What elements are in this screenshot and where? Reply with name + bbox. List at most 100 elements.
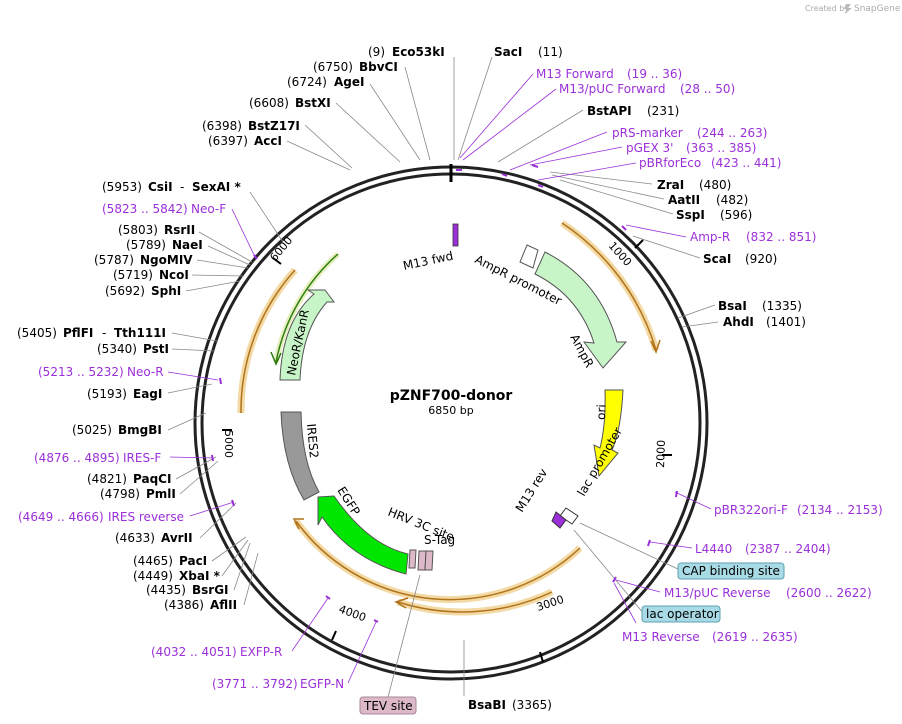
orf-arc-ampr-arrowhead bbox=[650, 339, 661, 355]
primer-mark-pbr bbox=[537, 184, 544, 188]
leader-ncoi bbox=[191, 274, 245, 277]
primer-range-ires-f: (4876 .. 4895) bbox=[34, 451, 120, 465]
enzyme-pos-ncoi: (5719) bbox=[113, 268, 153, 282]
lac-operator-label: lac operator bbox=[646, 607, 719, 621]
leader-rsrii bbox=[198, 231, 253, 263]
enzyme-name-paci: PacI bbox=[179, 554, 207, 568]
enzyme-pos-saci: (11) bbox=[538, 45, 563, 59]
leader-prs-marker bbox=[509, 131, 608, 171]
leader-pflfi bbox=[171, 332, 218, 342]
orf-arc-neo-inner bbox=[275, 253, 339, 363]
enzyme-name-ncoi: NcoI bbox=[159, 268, 189, 282]
hrv3c-site-feature bbox=[408, 549, 417, 569]
label-stag: S-Tag bbox=[424, 533, 455, 547]
primer-name-neo-r: Neo-R bbox=[127, 365, 164, 379]
enzyme-name-naei: NaeI bbox=[172, 238, 203, 252]
enzyme-pos-aflii: (4386) bbox=[164, 598, 204, 612]
enzyme-name-pflfi: PflFI bbox=[63, 326, 93, 340]
primer-range-pbr322ori-f: (2134 .. 2153) bbox=[797, 503, 883, 517]
enzyme-pos-acci: (6397) bbox=[208, 134, 248, 148]
enzyme-pos-bbvci: (6750) bbox=[313, 60, 353, 74]
primer-name-pbr322ori-f: pBR322ori-F bbox=[714, 503, 788, 517]
enzyme-pos-bstz17i: (6398) bbox=[202, 119, 242, 133]
enzyme-pos-eco53ki: (9) bbox=[368, 45, 385, 59]
label-ori: ori bbox=[594, 404, 609, 420]
enzyme-pos-sspi: (596) bbox=[720, 208, 752, 222]
primer-range-ires-reverse: (4649 .. 4666) bbox=[18, 510, 104, 524]
enzyme-name-bsrgi: BsrGI bbox=[192, 583, 229, 597]
tev-site-label: TEV site bbox=[363, 699, 413, 713]
plasmid-name: pZNF700-donor bbox=[390, 388, 513, 404]
leader-paqci bbox=[175, 456, 217, 480]
leader-acci bbox=[286, 140, 351, 171]
orf-arc-3 bbox=[397, 591, 553, 613]
tick-4000 bbox=[331, 630, 337, 641]
enzyme-leader-lines bbox=[167, 56, 719, 696]
boxed-leader-lines bbox=[387, 522, 681, 698]
ampr-feature-arrow bbox=[534, 251, 628, 369]
enzyme-pos-zrai: (480) bbox=[699, 178, 731, 192]
enzyme-name-eagi: EagI bbox=[133, 387, 162, 401]
lac-promoter-arrow bbox=[559, 507, 579, 525]
tick-6000 bbox=[272, 257, 282, 265]
orf-arc-egfp bbox=[295, 520, 581, 601]
primer-leader-lines bbox=[167, 73, 712, 684]
enzyme-pos-ahdi: (1401) bbox=[766, 315, 806, 329]
enzyme-dash-csii: - bbox=[180, 180, 184, 194]
primer-name-neo-f: Neo-F bbox=[191, 202, 226, 216]
leader-ngomiv bbox=[196, 259, 249, 269]
primer-range-pbrforeco: (423 .. 441) bbox=[711, 156, 781, 170]
enzyme-pos-pflfi: (5405) bbox=[17, 326, 57, 340]
leader-xbai bbox=[221, 539, 249, 577]
primer-mark-egfpn bbox=[373, 619, 379, 623]
primer-name-amp-r: Amp-R bbox=[690, 230, 730, 244]
enzyme-name-tth111i: Tth111I bbox=[114, 326, 166, 340]
enzyme-pos-bsabi: (3365) bbox=[512, 698, 552, 712]
egfp-feature-arrow bbox=[317, 495, 409, 575]
features bbox=[279, 223, 628, 575]
leader-amp-r bbox=[625, 224, 687, 238]
primer-mark-m13puc bbox=[612, 576, 617, 583]
tick-marks bbox=[222, 239, 672, 663]
enzyme-name-scai: ScaI bbox=[703, 252, 731, 266]
primer-range-m13-puc-forward: (28 .. 50) bbox=[680, 82, 735, 96]
enzyme-pos-sphi: (5692) bbox=[105, 284, 145, 298]
primer-name-prs-marker: pRS-marker bbox=[612, 126, 683, 140]
primer-mark-pgex bbox=[531, 164, 539, 168]
leader-bstz17i bbox=[304, 124, 353, 169]
enzyme-pos-paqci: (4821) bbox=[87, 472, 127, 486]
leader-aatii bbox=[551, 174, 665, 200]
enzyme-name-bsai: BsaI bbox=[718, 299, 747, 313]
enzyme-name-bmgbi: BmgBI bbox=[118, 423, 162, 437]
leader-bstapi bbox=[497, 109, 584, 163]
leader-ahdi bbox=[681, 321, 719, 328]
enzyme-pos-xbai: (4449) bbox=[133, 569, 173, 583]
primer-name-ires-f: IRES-F bbox=[123, 451, 161, 465]
enzyme-pos-rsrii: (5803) bbox=[118, 223, 158, 237]
leader-m13-reverse bbox=[613, 582, 637, 624]
cap-binding-box bbox=[677, 562, 785, 580]
leader-pbr322ori-f bbox=[674, 491, 712, 510]
primer-range-neo-r: (5213 .. 5232) bbox=[38, 365, 124, 379]
tick-label-5000: 5000 bbox=[222, 430, 235, 458]
enzyme-name-csii: CsiI bbox=[148, 180, 173, 194]
enzyme-pos-psti: (5340) bbox=[97, 342, 137, 356]
enzyme-name-ngomiv: NgoMIV bbox=[140, 253, 193, 267]
enzyme-name-eco53ki: Eco53kI bbox=[392, 45, 445, 59]
enzyme-name-saci: SacI bbox=[494, 45, 522, 59]
neor-feature-arrow bbox=[279, 289, 335, 381]
orf-arc-neo-inner-arrowhead bbox=[270, 351, 282, 366]
enzyme-name-bbvci: BbvCI bbox=[359, 60, 398, 74]
leader-neo-f bbox=[231, 208, 256, 258]
enzyme-pos-naei: (5789) bbox=[126, 238, 166, 252]
label-ires2: IRES2 bbox=[304, 423, 321, 459]
leader-naei bbox=[207, 245, 251, 266]
brand-created-by: Created by bbox=[805, 4, 849, 13]
primer-mark-ampr bbox=[621, 225, 627, 231]
enzyme-pos-scai: (920) bbox=[745, 252, 777, 266]
primer-name-pbrforeco: pBRforEco bbox=[639, 156, 701, 170]
leader-l4440 bbox=[649, 541, 693, 549]
enzyme-name-avrii: AvrII bbox=[161, 531, 193, 545]
enzyme-name-paqci: PaqCI bbox=[133, 472, 171, 486]
orf-arc-neo bbox=[240, 269, 296, 414]
